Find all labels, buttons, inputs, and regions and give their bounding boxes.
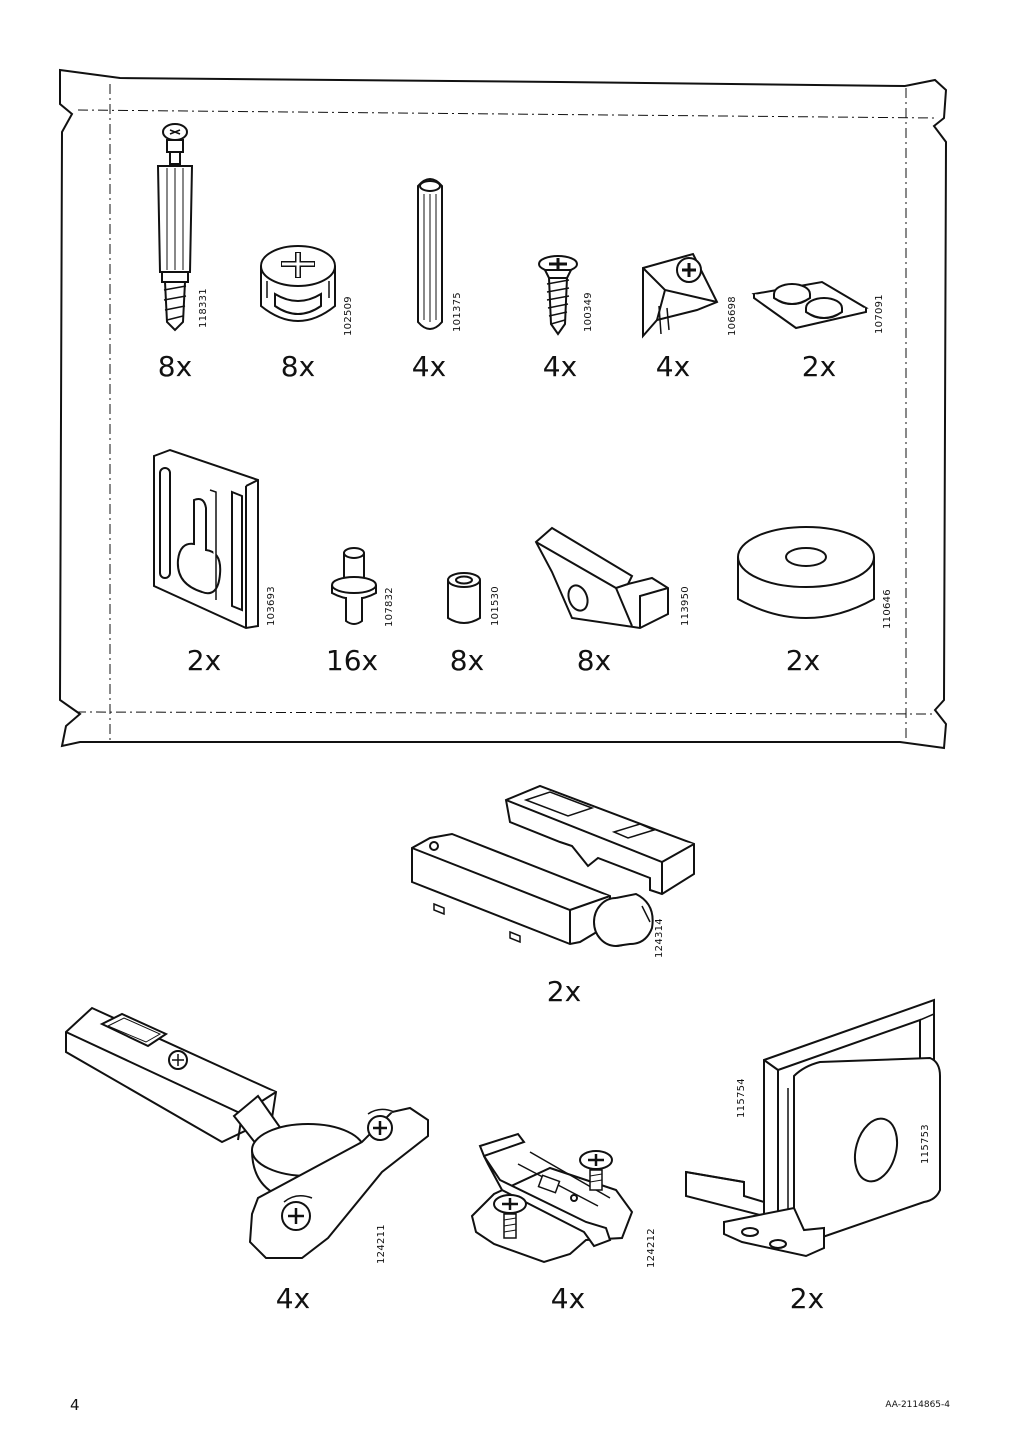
part-number: 107832 (384, 587, 395, 627)
wall-bracket-icon (642, 252, 719, 339)
part-number: 100349 (583, 292, 594, 332)
part-number: 113950 (680, 586, 691, 626)
page-number: 4 (70, 1396, 80, 1414)
part-number-secondary: 115753 (920, 1124, 931, 1164)
part-quantity: 2x (186, 644, 222, 677)
screw-icon (538, 255, 578, 336)
part-number: 102509 (343, 296, 354, 336)
part-quantity: 4x (411, 350, 447, 383)
corner-brackets-icon (685, 998, 941, 1258)
cam-lock-bolt-icon (156, 123, 194, 332)
keyhole-plate-icon (153, 448, 259, 630)
part-100349: 100349 (535, 254, 594, 336)
part-number: 101375 (452, 292, 463, 332)
part-number: 118331 (198, 288, 209, 328)
part-124314: 124314 (410, 782, 700, 962)
cam-lock-nut-icon (260, 245, 336, 322)
part-quantity: 4x (542, 350, 578, 383)
part-quantity: 2x (789, 1282, 825, 1315)
part-quantity: 4x (655, 350, 691, 383)
part-number: 124212 (646, 1228, 657, 1268)
spacer-sleeve-icon (447, 572, 481, 624)
push-opener-icon (411, 784, 695, 947)
part-102509: 102509 (253, 236, 354, 336)
mounting-plate-icon (470, 1132, 634, 1264)
part-quantity: 4x (550, 1282, 586, 1315)
part-quantity: 16x (325, 644, 379, 677)
part-quantity: 8x (157, 350, 193, 383)
part-113950: 113950 (532, 526, 691, 632)
part-115754: 115754 115753 (684, 996, 941, 1258)
hinge-icon (65, 1006, 429, 1259)
part-quantity: 2x (801, 350, 837, 383)
shelf-clip-icon (534, 526, 669, 630)
round-bumper-icon (737, 526, 875, 619)
document-code: AA-2114865-4 (885, 1400, 950, 1410)
part-number: 124314 (654, 918, 665, 958)
part-number: 110646 (882, 589, 893, 629)
part-number: 107091 (874, 294, 885, 334)
part-quantity: 8x (280, 350, 316, 383)
part-107832: 107832 (328, 545, 395, 629)
part-number: 103693 (266, 586, 277, 626)
hardware-bag-outline (58, 68, 948, 750)
part-number: 101530 (490, 586, 501, 626)
part-quantity: 8x (576, 644, 612, 677)
part-103693: 103693 (150, 448, 277, 630)
part-number: 124211 (376, 1224, 387, 1264)
felt-pads-icon (751, 280, 869, 330)
part-106698: 106698 (637, 250, 738, 340)
part-quantity: 2x (785, 644, 821, 677)
wooden-dowel-icon (417, 178, 443, 330)
part-quantity: 2x (546, 975, 582, 1008)
part-101530: 101530 (444, 570, 501, 628)
part-110646: 110646 (736, 525, 893, 631)
shelf-pin-icon (331, 547, 377, 625)
part-quantity: 4x (275, 1282, 311, 1315)
part-118331: 118331 (150, 122, 209, 337)
part-quantity: 8x (449, 644, 485, 677)
part-124212: 124212 (470, 1128, 657, 1270)
part-124211: 124211 (62, 1002, 434, 1264)
part-number: 115754 (736, 1078, 747, 1118)
part-101375: 101375 (412, 172, 463, 332)
part-107091: 107091 (751, 278, 885, 334)
part-number: 106698 (727, 296, 738, 336)
